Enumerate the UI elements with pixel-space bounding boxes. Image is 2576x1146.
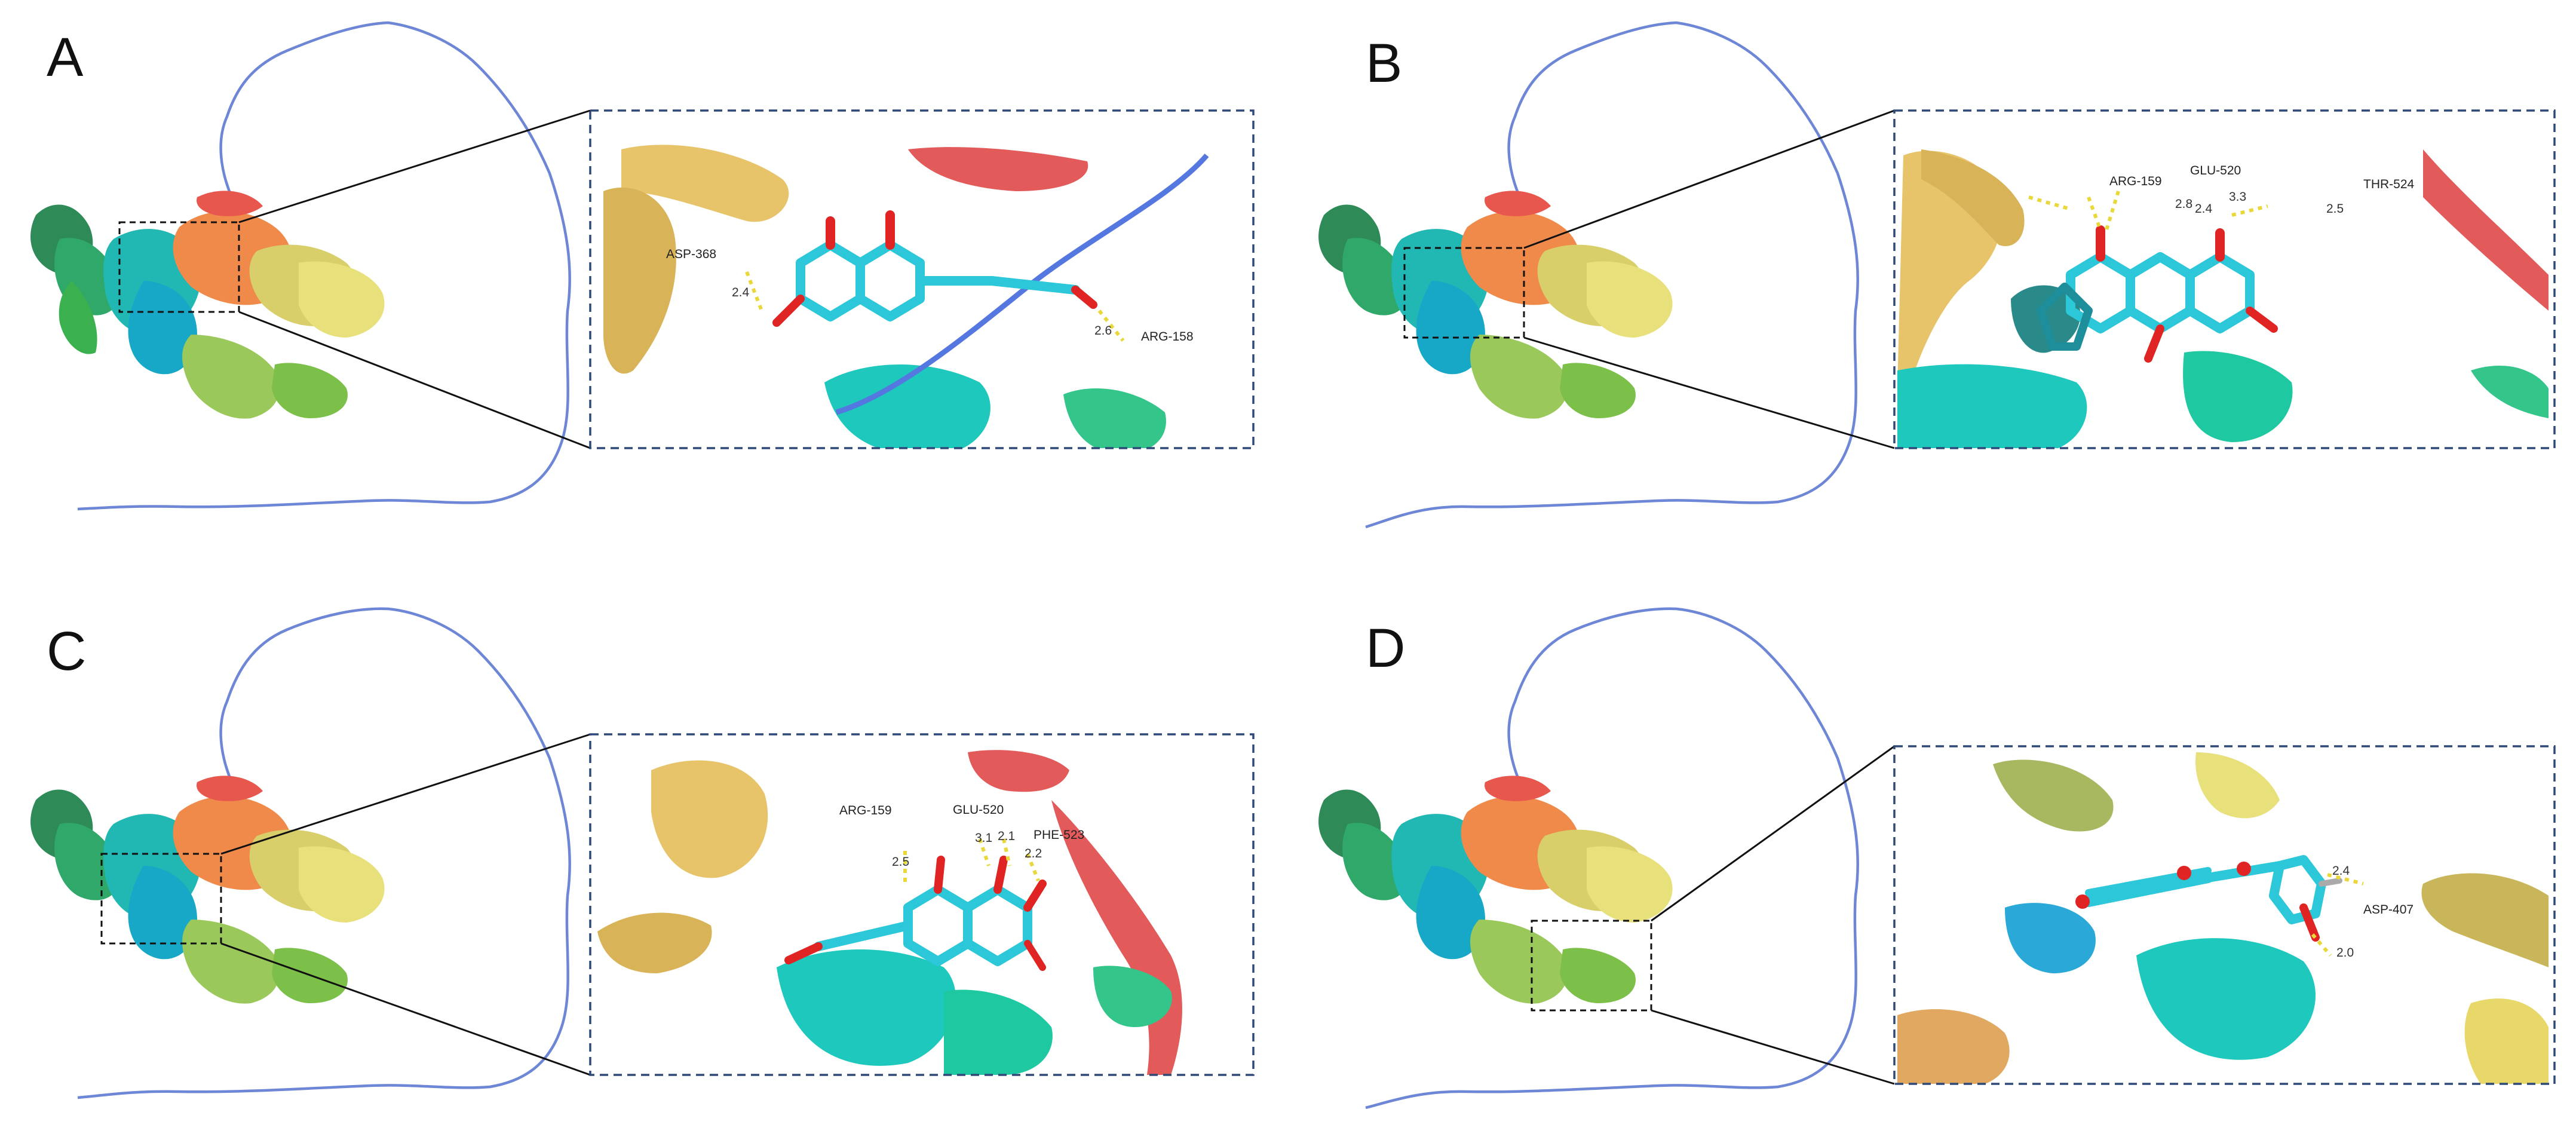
panel-label-b: B	[1366, 33, 1403, 94]
hbond-a2	[1097, 310, 1125, 342]
hbond-d1	[2327, 873, 2364, 885]
distance-label-d1: 2.4	[2332, 864, 2350, 878]
inset-d: ASP-407 2.4 2.0	[1897, 752, 2549, 1084]
roi-box	[1403, 247, 1525, 339]
ligand-b	[2037, 225, 2278, 363]
panel-d: D	[1288, 573, 2576, 1146]
residue-label-c2: GLU-520	[953, 803, 1004, 817]
panel-a: A	[0, 0, 1288, 573]
panel-c: C	[0, 573, 1288, 1146]
distance-label-b3: 3.3	[2229, 190, 2246, 204]
roi-box	[100, 853, 222, 945]
distance-label-b4: 2.5	[2326, 202, 2344, 216]
zoom-line-bottom	[238, 311, 591, 449]
zoom-line-bottom	[1523, 336, 1895, 449]
distance-label-c2: 3.1	[975, 831, 992, 845]
zoom-line-top	[220, 733, 591, 855]
protein-outer-loop	[77, 21, 571, 511]
distance-label-b2: 2.4	[2195, 202, 2213, 216]
residue-label-c3: PHE-523	[1034, 828, 1084, 842]
panel-label-d: D	[1366, 618, 1406, 679]
residue-label-d1: ASP-407	[2363, 903, 2414, 917]
ligand-d	[2075, 855, 2342, 942]
roi-box	[1531, 920, 1652, 1012]
ligand-a	[772, 210, 1097, 327]
panel-b-graphic: ARG-159 GLU-520 THR-524 2.8 2.4 3.3 2.5	[1318, 21, 2556, 529]
hbond-b4	[2231, 204, 2268, 217]
hbond-b3	[2105, 191, 2120, 231]
zoom-line-bottom	[1651, 1009, 1895, 1085]
residue-label-b3: THR-524	[2363, 177, 2415, 191]
distance-label-c1: 2.5	[892, 855, 909, 869]
panel-label-c: C	[47, 621, 87, 682]
residue-label-a2: ARG-158	[1141, 330, 1194, 344]
panel-c-graphic: ARG-159 GLU-520 PHE-523 2.5 3.1 2.1 2.2	[30, 607, 1255, 1099]
hbond-d2	[2311, 933, 2332, 957]
protein-cartoon	[30, 776, 385, 1004]
protein-cartoon	[1318, 191, 1673, 419]
panel-d-graphic: ASP-407 2.4 2.0	[1318, 607, 2556, 1110]
protein-outer-loop	[1365, 21, 1859, 529]
hbond-b2	[2087, 196, 2102, 231]
residue-label-a1: ASP-368	[666, 247, 716, 261]
distance-label-d2: 2.0	[2336, 946, 2354, 960]
zoom-line-top	[238, 109, 591, 223]
protein-outer-loop	[1365, 607, 1859, 1110]
inset-frame-d	[1893, 745, 2556, 1085]
panel-a-graphic: ASP-368 ARG-158 2.4 2.6	[30, 21, 1255, 511]
distance-label-a2: 2.6	[1094, 324, 1112, 338]
zoom-line-top	[1523, 109, 1895, 249]
inset-frame-c	[589, 733, 1255, 1076]
inset-frame-a	[589, 109, 1255, 449]
hbond-a1	[745, 271, 763, 312]
distance-label-b1: 2.8	[2175, 197, 2192, 211]
protein-outer-loop	[77, 607, 571, 1099]
inset-frame-b	[1893, 109, 2556, 449]
inset-a: ASP-368 ARG-158 2.4 2.6	[603, 145, 1209, 448]
residue-label-b2: GLU-520	[2190, 164, 2241, 177]
zoom-line-bottom	[220, 942, 591, 1076]
protein-cartoon	[1318, 776, 1673, 1004]
distance-label-a1: 2.4	[732, 286, 750, 299]
panel-b: B	[1288, 0, 2576, 573]
ligand-c	[784, 856, 1047, 971]
panel-label-a: A	[47, 27, 84, 88]
protein-cartoon	[30, 191, 385, 419]
zoom-line-top	[1651, 745, 1895, 922]
hbond-b1	[2028, 195, 2071, 211]
inset-b: ARG-159 GLU-520 THR-524 2.8 2.4 3.3 2.5	[1897, 149, 2549, 448]
inset-c: ARG-159 GLU-520 PHE-523 2.5 3.1 2.1 2.2	[597, 750, 1182, 1075]
residue-label-b1: ARG-159	[2109, 174, 2162, 188]
residue-label-c1: ARG-159	[839, 804, 892, 817]
roi-box	[118, 221, 240, 313]
distance-label-c4: 2.2	[1025, 847, 1042, 860]
distance-label-c3: 2.1	[998, 829, 1015, 843]
